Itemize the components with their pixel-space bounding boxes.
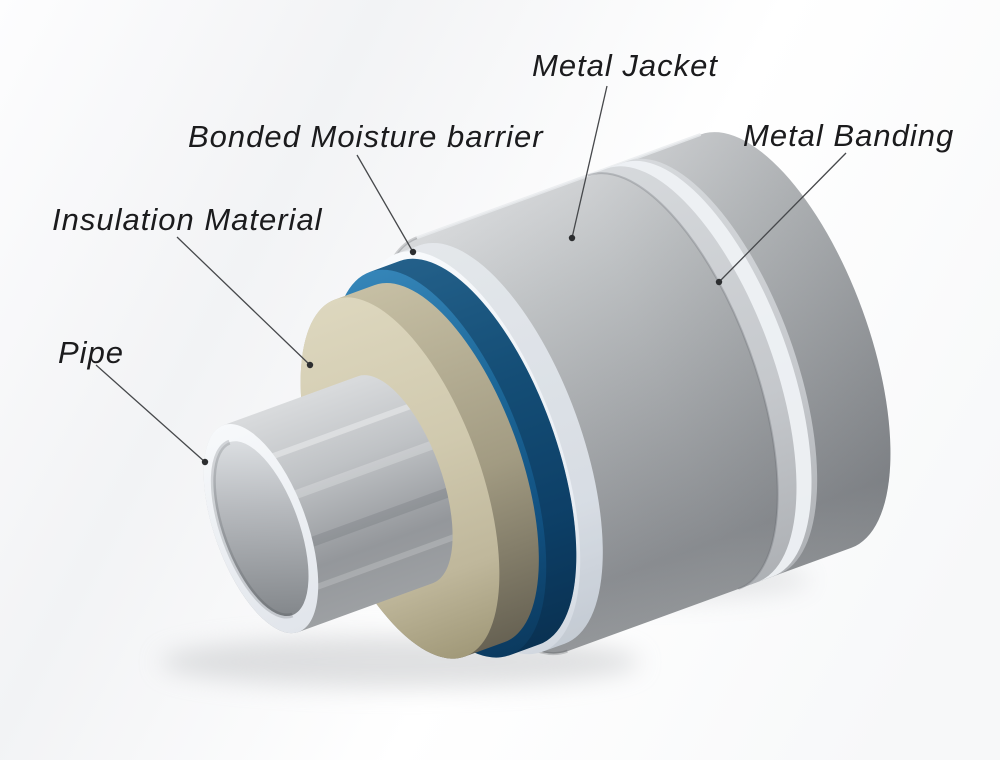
pipe-bore bbox=[213, 441, 309, 617]
pipe-layer bbox=[203, 375, 474, 634]
leader-line-insulation bbox=[176, 236, 314, 369]
metal-banding-layer bbox=[587, 158, 818, 590]
leader-line-metal-banding bbox=[715, 152, 847, 286]
label-metal-banding: Metal Banding bbox=[743, 118, 954, 153]
label-insulation: Insulation Material bbox=[52, 202, 323, 237]
pipe-assembly bbox=[203, 132, 891, 659]
label-metal-jacket: Metal Jacket bbox=[532, 48, 718, 83]
label-moisture-barrier: Bonded Moisture barrier bbox=[188, 119, 544, 154]
labels: Pipe Insulation Material Bonded Moisture… bbox=[52, 48, 954, 370]
label-pipe: Pipe bbox=[58, 335, 124, 370]
leader-line-moisture-barrier bbox=[356, 154, 417, 256]
leader-line-metal-jacket bbox=[568, 85, 608, 242]
leader-line-pipe bbox=[95, 364, 209, 466]
leader-lines bbox=[95, 85, 847, 466]
